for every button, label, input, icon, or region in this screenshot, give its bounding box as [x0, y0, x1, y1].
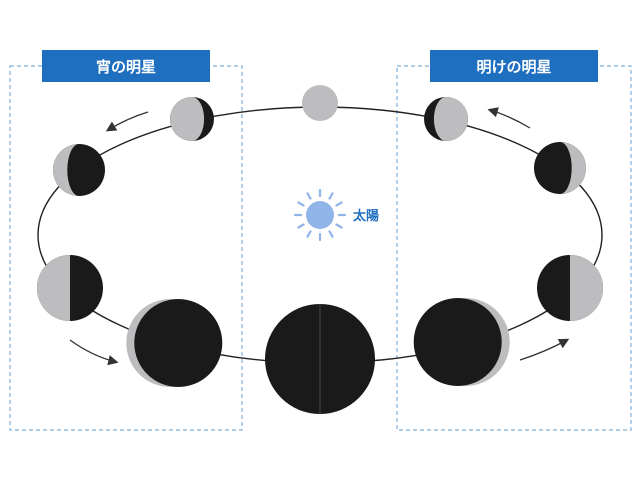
planet-shape: [265, 304, 375, 414]
planet-dark-disc: [134, 299, 223, 387]
planet-full: [302, 85, 338, 121]
direction-arrows: [69, 107, 570, 366]
planet-half-right: [537, 255, 603, 321]
planet-gibbous-right: [424, 97, 468, 141]
arrow-lower-left: [69, 339, 119, 366]
planet-shape: [537, 255, 603, 321]
planet-shape: [53, 144, 105, 196]
sun: 太陽: [293, 188, 379, 242]
sun-ray: [335, 223, 343, 229]
arrow-upper-left: [105, 111, 149, 132]
sun-rays: [293, 188, 347, 242]
planet-thin-crescent-right: [413, 298, 510, 386]
sun-ray: [297, 223, 305, 229]
morning-star-label: 明けの明星: [430, 50, 598, 82]
planet-thin-crescent-left: [126, 299, 223, 387]
sun-ray: [335, 201, 343, 207]
planet-new: [265, 304, 375, 414]
sun-ray: [306, 230, 312, 238]
sun-ray: [328, 192, 334, 200]
planet-shape: [302, 85, 338, 121]
evening-star-label: 宵の明星: [42, 50, 210, 82]
morning-star-label-text: 明けの明星: [476, 58, 551, 76]
morning-star-region-frame: [396, 65, 632, 431]
planet-shape: [126, 299, 223, 387]
sun-label: 太陽: [352, 208, 379, 224]
sun-ray: [297, 201, 305, 207]
planet-shape: [534, 142, 586, 194]
planet-shape: [424, 97, 468, 141]
arrow-lower-right: [519, 338, 570, 361]
sun-ray: [328, 230, 334, 238]
planet-half-left: [37, 255, 103, 321]
planet-lit-part: [53, 144, 79, 196]
evening-star-label-bg: [42, 50, 210, 82]
planet-lit-disc: [302, 85, 338, 121]
planet-shape: [37, 255, 103, 321]
planet-lit-part: [560, 142, 586, 194]
planet-dark-disc: [413, 298, 502, 386]
planet-crescent-right-upper: [534, 142, 586, 194]
morning-star-label-bg: [430, 50, 598, 82]
planet-shape: [413, 298, 510, 386]
sun-disc: [306, 201, 334, 229]
evening-star-label-text: 宵の明星: [96, 58, 156, 76]
planet-lit-part: [170, 97, 205, 141]
sun-ray: [306, 192, 312, 200]
planet-lit-part: [37, 255, 70, 321]
planet-crescent-left-upper: [53, 144, 105, 196]
planet-lit-part: [570, 255, 603, 321]
planet-shape: [170, 97, 214, 141]
planet-lit-part: [433, 97, 468, 141]
planet-gibbous-left: [170, 97, 214, 141]
arrow-upper-right: [487, 107, 531, 129]
